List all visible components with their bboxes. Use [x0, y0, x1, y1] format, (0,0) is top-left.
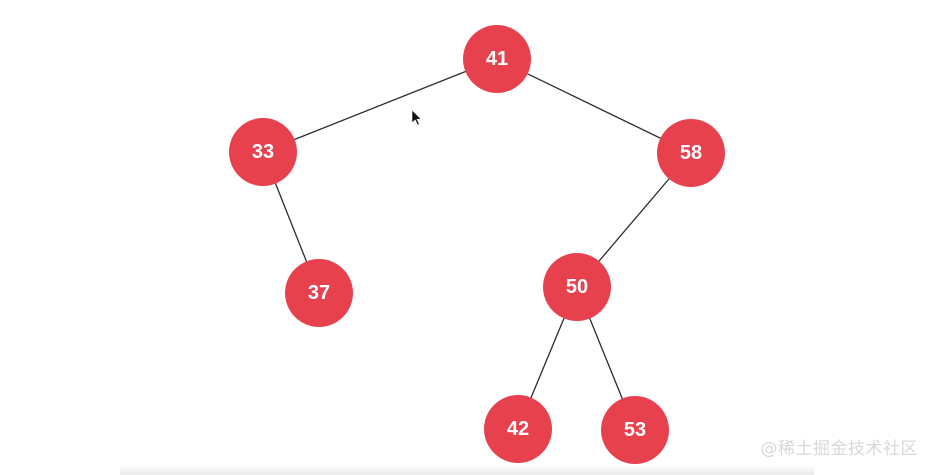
- tree-edges: [262, 58, 692, 431]
- tree-node-circle: [285, 259, 353, 327]
- bottom-edge-shadow: [120, 465, 814, 475]
- tree-node-circle: [543, 253, 611, 321]
- tree-node: 42: [484, 395, 552, 463]
- tree-node: 53: [601, 396, 669, 464]
- tree-node-label: 33: [252, 141, 274, 163]
- tree-node-label: 50: [566, 276, 588, 298]
- tree-node: 58: [657, 119, 725, 187]
- watermark-text: @稀土掘金技术社区: [760, 439, 918, 459]
- tree-node: 50: [543, 253, 611, 321]
- tree-node: 33: [229, 118, 297, 186]
- tree-node-label: 53: [624, 419, 646, 441]
- tree-node-label: 41: [486, 48, 508, 70]
- mouse-pointer-icon: [411, 109, 422, 126]
- tree-node: 37: [285, 259, 353, 327]
- tree-node-label: 58: [680, 142, 702, 164]
- tree-node-circle: [229, 118, 297, 186]
- tree-node-circle: [484, 395, 552, 463]
- tree-node-circle: [657, 119, 725, 187]
- tree-node-label: 42: [507, 418, 529, 440]
- tree-node-circle: [463, 25, 531, 93]
- tree-node: 41: [463, 25, 531, 93]
- tree-node-circle: [601, 396, 669, 464]
- tree-edge-n41-n33: [262, 58, 498, 153]
- tree-nodes: 41 33 58 37 50 42 53: [229, 25, 725, 464]
- tree-edge-n41-n58: [496, 58, 692, 154]
- tree-node-label: 37: [308, 282, 330, 304]
